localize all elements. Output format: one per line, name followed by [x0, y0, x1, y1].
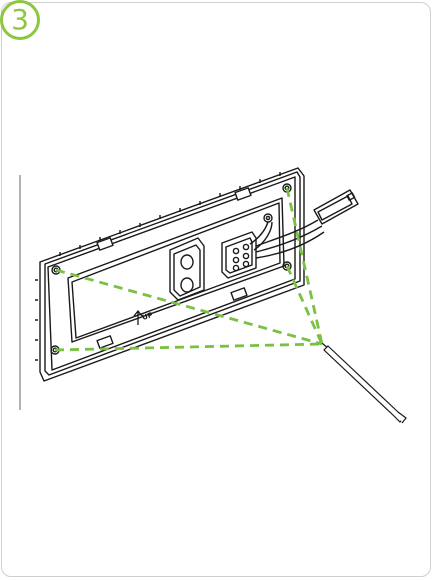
up-arrow-icon	[133, 309, 143, 325]
back-plate	[35, 167, 359, 382]
screwdriver-icon	[321, 342, 407, 424]
step-number-badge: 3	[0, 0, 40, 40]
guide-line-top-right	[285, 187, 324, 345]
up-label: UP	[141, 311, 154, 322]
guide-line-top-left	[55, 268, 323, 346]
guide-lines	[54, 187, 324, 352]
